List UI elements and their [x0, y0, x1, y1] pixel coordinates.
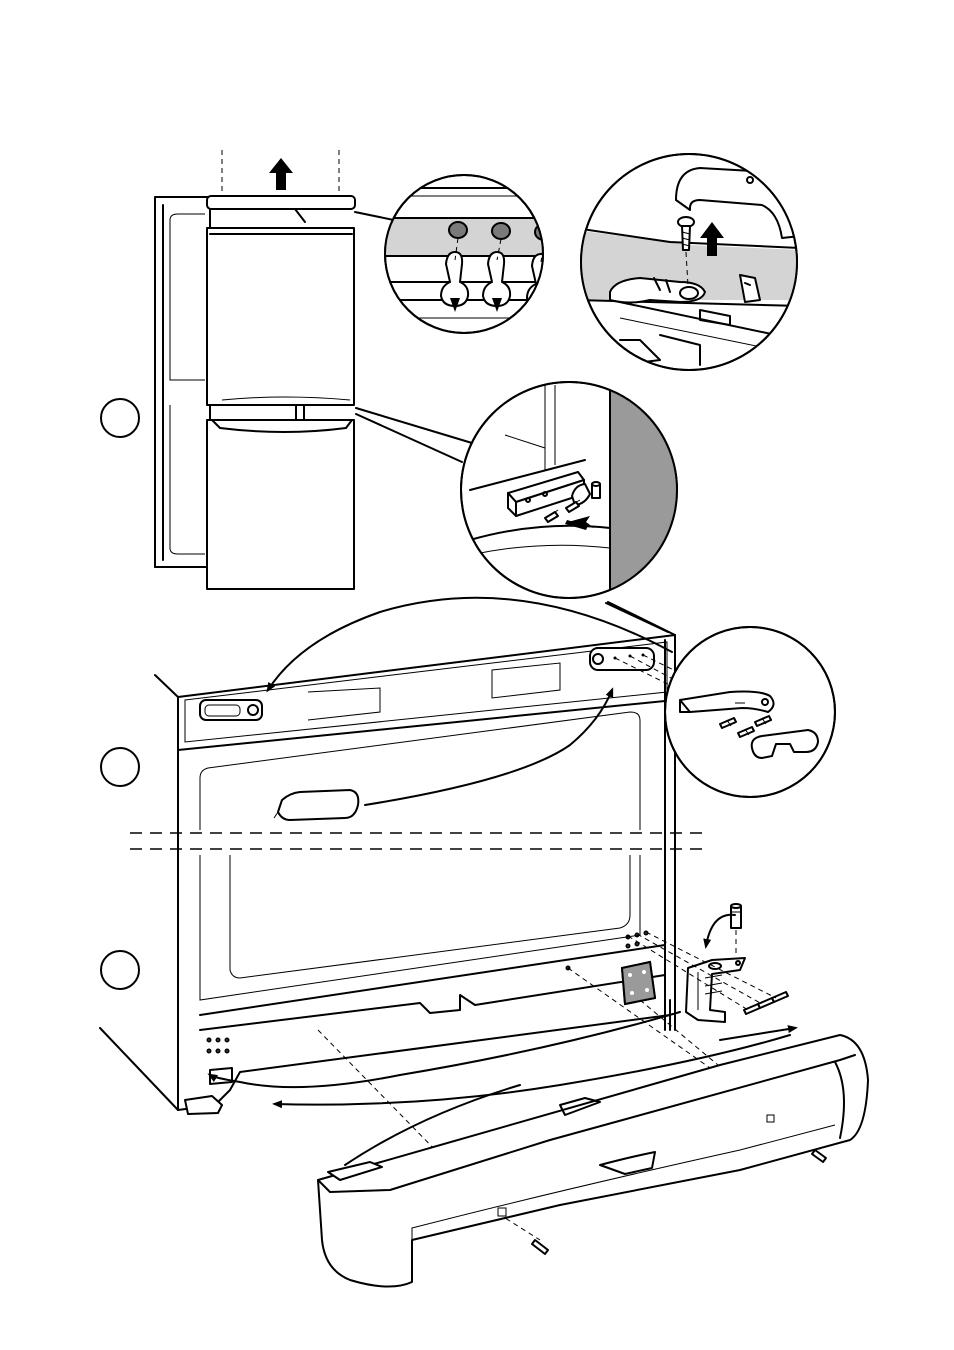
cap-plug-part: [278, 790, 358, 820]
leader-line-middle: [356, 408, 472, 462]
door-left-edge: [155, 675, 178, 1110]
step-3-marker: [101, 951, 139, 989]
right-hinge-slot: [590, 648, 654, 670]
detail-hinge-parts: [665, 627, 835, 797]
step-2-group: [101, 598, 735, 1110]
detail-cap-plugs: [380, 175, 560, 333]
step-3-group: [100, 855, 868, 1287]
detail-middle-hinge: [461, 380, 690, 600]
vent-holes: [208, 1039, 229, 1053]
step-2-marker: [101, 748, 139, 786]
detail-top-hinge: [575, 154, 800, 370]
pin-icon: [731, 904, 741, 955]
up-arrow-icon: [269, 158, 293, 190]
lower-door: [207, 420, 354, 589]
top-cover: [207, 196, 355, 209]
step-1-marker: [101, 399, 139, 437]
foot: [185, 1096, 222, 1114]
screw-icon: [744, 992, 788, 1014]
plinth-cover: [318, 1035, 868, 1287]
door-bottom-edge: [200, 975, 665, 1030]
cabinet-bottom: [100, 1015, 670, 1110]
left-hinge-slot: [200, 700, 262, 720]
upper-door: [207, 228, 354, 405]
